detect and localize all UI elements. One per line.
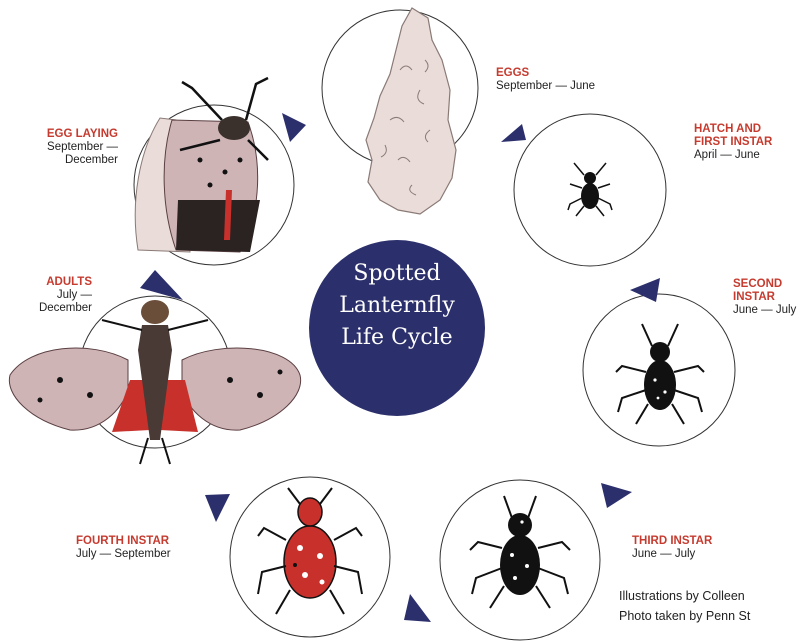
credit-line: Illustrations by Colleen bbox=[619, 586, 750, 606]
stage-title: FIRST INSTAR bbox=[694, 136, 772, 149]
first-instar-label: HATCH AND FIRST INSTAR April — June bbox=[694, 123, 772, 162]
stage-title: EGG LAYING bbox=[22, 128, 118, 141]
credit-line: Photo taken by Penn St bbox=[619, 606, 750, 626]
stage-title: ADULTS bbox=[26, 276, 92, 289]
stage-dates: July — September bbox=[76, 548, 171, 561]
stage-dates: December bbox=[26, 302, 92, 315]
stage-title: SECOND bbox=[733, 278, 796, 291]
image-credits: Illustrations by Colleen Photo taken by … bbox=[619, 586, 750, 626]
arrow-icon bbox=[140, 270, 183, 300]
stage-title: THIRD INSTAR bbox=[632, 535, 712, 548]
stage-dates: June — July bbox=[632, 548, 712, 561]
stage-dates: April — June bbox=[694, 149, 772, 162]
title-line: Lanternfly bbox=[310, 290, 484, 322]
title-line: Life Cycle bbox=[310, 322, 484, 354]
diagram-title: Spotted Lanternfly Life Cycle bbox=[310, 258, 484, 354]
fourth-instar-label: FOURTH INSTAR July — September bbox=[76, 535, 171, 561]
stage-title: FOURTH INSTAR bbox=[76, 535, 171, 548]
third-instar-label: THIRD INSTAR June — July bbox=[632, 535, 712, 561]
second-instar-label: SECOND INSTAR June — July bbox=[733, 278, 796, 317]
arrow-icon bbox=[404, 594, 431, 622]
arrow-icon bbox=[501, 124, 526, 142]
eggs-label: EGGS September — June bbox=[496, 67, 595, 93]
egg-laying-adult-icon bbox=[135, 78, 268, 252]
stage-dates: July — bbox=[26, 289, 92, 302]
arrow-icon bbox=[205, 494, 230, 522]
stage-dates: September — June bbox=[496, 80, 595, 93]
stage-title: HATCH AND bbox=[694, 123, 772, 136]
stage-dates: December bbox=[22, 154, 118, 167]
egg-laying-label: EGG LAYING September — December bbox=[22, 128, 118, 167]
stage-title: EGGS bbox=[496, 67, 595, 80]
adults-label: ADULTS July — December bbox=[26, 276, 92, 315]
title-line: Spotted bbox=[310, 258, 484, 290]
arrow-icon bbox=[601, 483, 632, 508]
stage-dates: June — July bbox=[733, 304, 796, 317]
stage-title: INSTAR bbox=[733, 291, 796, 304]
stage-dates: September — bbox=[22, 141, 118, 154]
arrow-icon bbox=[282, 113, 306, 142]
